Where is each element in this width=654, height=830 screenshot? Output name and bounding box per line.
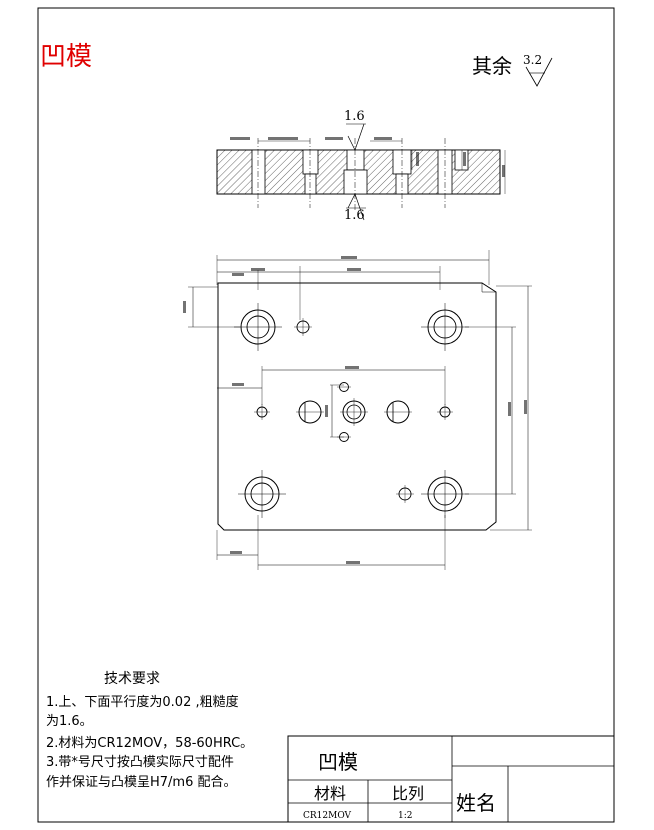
technical-requirements: 技术要求 1.上、下面平行度为0.02 ,粗糙度 为1.6。 2.材料为CR12…: [46, 671, 253, 790]
die-cavity-icon: [296, 400, 324, 424]
scale-label: 比列: [392, 784, 424, 803]
author-label: 姓名: [456, 791, 496, 815]
section-view: 1.6 1.6: [216, 109, 506, 223]
section-roughness-top-icon: [347, 123, 365, 151]
small-hole-icon: [254, 404, 270, 420]
counterbore-hole-icon: [238, 470, 286, 518]
die-cavity-icon: [340, 398, 368, 426]
tech-req-line-4: 3.带*号尺寸按凸模实际尺寸配件: [46, 755, 234, 770]
material-value: CR12MOV: [303, 811, 352, 821]
counterbore-hole-icon: [234, 303, 282, 351]
section-roughness-bottom-icon: [347, 193, 365, 221]
roughness-prefix: 其余: [472, 54, 512, 78]
pin-hole-icon: [294, 318, 312, 336]
tech-req-line-1: 1.上、下面平行度为0.02 ,粗糙度: [46, 694, 239, 710]
tech-req-line-3: 2.材料为CR12MOV，58-60HRC。: [46, 736, 253, 751]
tech-req-heading: 技术要求: [104, 671, 160, 687]
roughness-note: 其余 3.2: [472, 53, 553, 87]
section-roughness-top: 1.6: [344, 109, 365, 124]
small-hole-icon: [337, 432, 351, 442]
small-hole-icon: [337, 382, 351, 392]
tech-req-line-5: 作并保证与凸模呈H7/m6 配合。: [46, 775, 237, 790]
counterbore-hole-icon: [421, 470, 469, 518]
title-block-name: 凹模: [318, 750, 358, 774]
material-label: 材料: [314, 784, 346, 803]
small-hole-icon: [437, 404, 453, 420]
counterbore-hole-icon: [421, 303, 469, 351]
section-roughness-bottom: 1.6: [344, 208, 365, 223]
roughness-symbol-icon: [525, 57, 553, 87]
pin-hole-icon: [396, 485, 414, 503]
title-block: 凹模 材料 比列 姓名 CR12MOV 1:2: [287, 735, 615, 823]
die-cavity-icon: [384, 400, 412, 424]
part-title-red: 凹模: [40, 42, 92, 72]
roughness-value: 3.2: [523, 53, 542, 67]
plan-view: [183, 137, 532, 570]
scale-value: 1:2: [398, 811, 412, 821]
tech-req-line-2: 为1.6。: [46, 714, 93, 729]
